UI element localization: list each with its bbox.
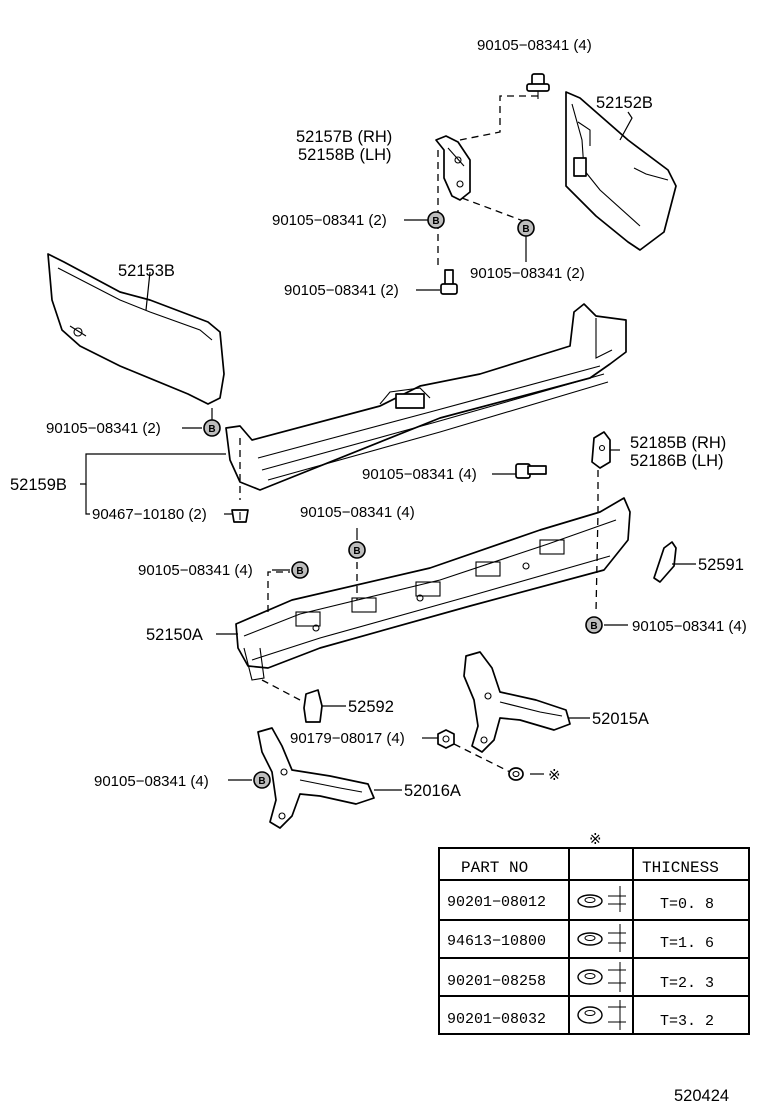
table-cell-part-no: 90201−08012 [447, 894, 546, 911]
reinforcement-52150a-drawing [235, 497, 631, 681]
bolt-bracket-drawing [515, 463, 547, 479]
label-bolt-bracket: 90105−08341 (4) [362, 466, 477, 483]
svg-text:B: B [522, 224, 529, 235]
part-labels: 90105−08341 (4) 52152B 52157B (RH) 52158… [10, 37, 747, 800]
bolt-badge: B [291, 561, 309, 579]
step-pad-52159b-drawing [225, 303, 627, 491]
label-52157b: 52157B (RH) [296, 128, 392, 146]
washer-icon [577, 886, 626, 912]
clip-drawing [231, 509, 249, 523]
washer-icon [577, 924, 626, 952]
label-bolt-mid-right: 90105−08341 (2) [470, 265, 585, 282]
label-bolt-cover-left: 90105−08341 (2) [46, 420, 161, 437]
thickness-table: ※ PART NO THICNESS 90201−08012 94613−108… [438, 831, 750, 1035]
label-52185b: 52185B (RH) [630, 434, 726, 452]
table-cell-thickness: T=2. 3 [660, 975, 714, 992]
bolt-badge: B [253, 771, 271, 789]
svg-text:B: B [208, 424, 215, 435]
label-52015a: 52015A [592, 710, 649, 728]
label-52591: 52591 [698, 556, 744, 574]
svg-text:B: B [353, 546, 360, 557]
cover-52153b-drawing [47, 253, 225, 405]
dashed-lines [239, 95, 599, 773]
label-nut: 90179−08017 (4) [290, 730, 405, 747]
cover-52152b-drawing [565, 91, 677, 251]
label-bolt-top: 90105−08341 (4) [477, 37, 592, 54]
bolt-badge: B [517, 219, 535, 237]
label-bolt-mid-left: 90105−08341 (2) [272, 212, 387, 229]
bracket-52592-drawing [303, 689, 323, 723]
bracket-52157b-drawing [435, 135, 471, 201]
label-52152b: 52152B [596, 94, 653, 112]
bolt-top-drawing [526, 73, 550, 99]
svg-text:B: B [258, 776, 265, 787]
table-cell-thickness: T=0. 8 [660, 896, 714, 913]
label-clip: 90467−10180 (2) [92, 506, 207, 523]
bolt-badge: B [203, 419, 221, 437]
svg-text:B: B [432, 216, 439, 227]
label-52150a: 52150A [146, 626, 203, 644]
stay-52015a-drawing [463, 651, 571, 753]
bolt-badge: B [348, 541, 366, 559]
label-bolt-right: 90105−08341 (4) [632, 618, 747, 635]
label-52592: 52592 [348, 698, 394, 716]
table-cell-thickness: T=3. 2 [660, 1013, 714, 1030]
table-header-part-no: PART NO [461, 859, 528, 877]
washer-icon [577, 962, 626, 992]
page-code: 520424 [674, 1087, 729, 1105]
nut-drawing [437, 729, 455, 749]
label-bolt-center: 90105−08341 (4) [300, 504, 415, 521]
label-bolt-lower-left: 90105−08341 (2) [284, 282, 399, 299]
label-bolt-bottom-left: 90105−08341 (4) [94, 773, 209, 790]
table-cell-part-no: 90201−08258 [447, 973, 546, 990]
bracket-52591-drawing [653, 541, 677, 583]
label-52158b: 52158B (LH) [298, 146, 392, 164]
label-52159b: 52159B [10, 476, 67, 494]
washer-icon [577, 1000, 626, 1030]
table-header-thickness: THICNESS [642, 859, 719, 877]
bolt-badge: B [585, 616, 603, 634]
label-52186b: 52186B (LH) [630, 452, 724, 470]
washer-drawing [508, 767, 524, 781]
label-washer-note: ※ [548, 767, 561, 784]
table-cell-thickness: T=1. 6 [660, 935, 714, 952]
label-52153b: 52153B [118, 262, 175, 280]
svg-text:B: B [590, 621, 597, 632]
table-cell-part-no: 94613−10800 [447, 933, 546, 950]
stay-52016a-drawing [257, 727, 375, 829]
table-cell-part-no: 90201−08032 [447, 1011, 546, 1028]
bolt-badge: B [427, 211, 445, 229]
leader-lines [80, 111, 696, 791]
bolt-upper-left-drawing [440, 269, 458, 295]
bracket-52185b-drawing [591, 431, 611, 469]
svg-text:B: B [296, 566, 303, 577]
label-52016a: 52016A [404, 782, 461, 800]
table-note-symbol: ※ [589, 831, 602, 848]
label-bolt-left: 90105−08341 (4) [138, 562, 253, 579]
